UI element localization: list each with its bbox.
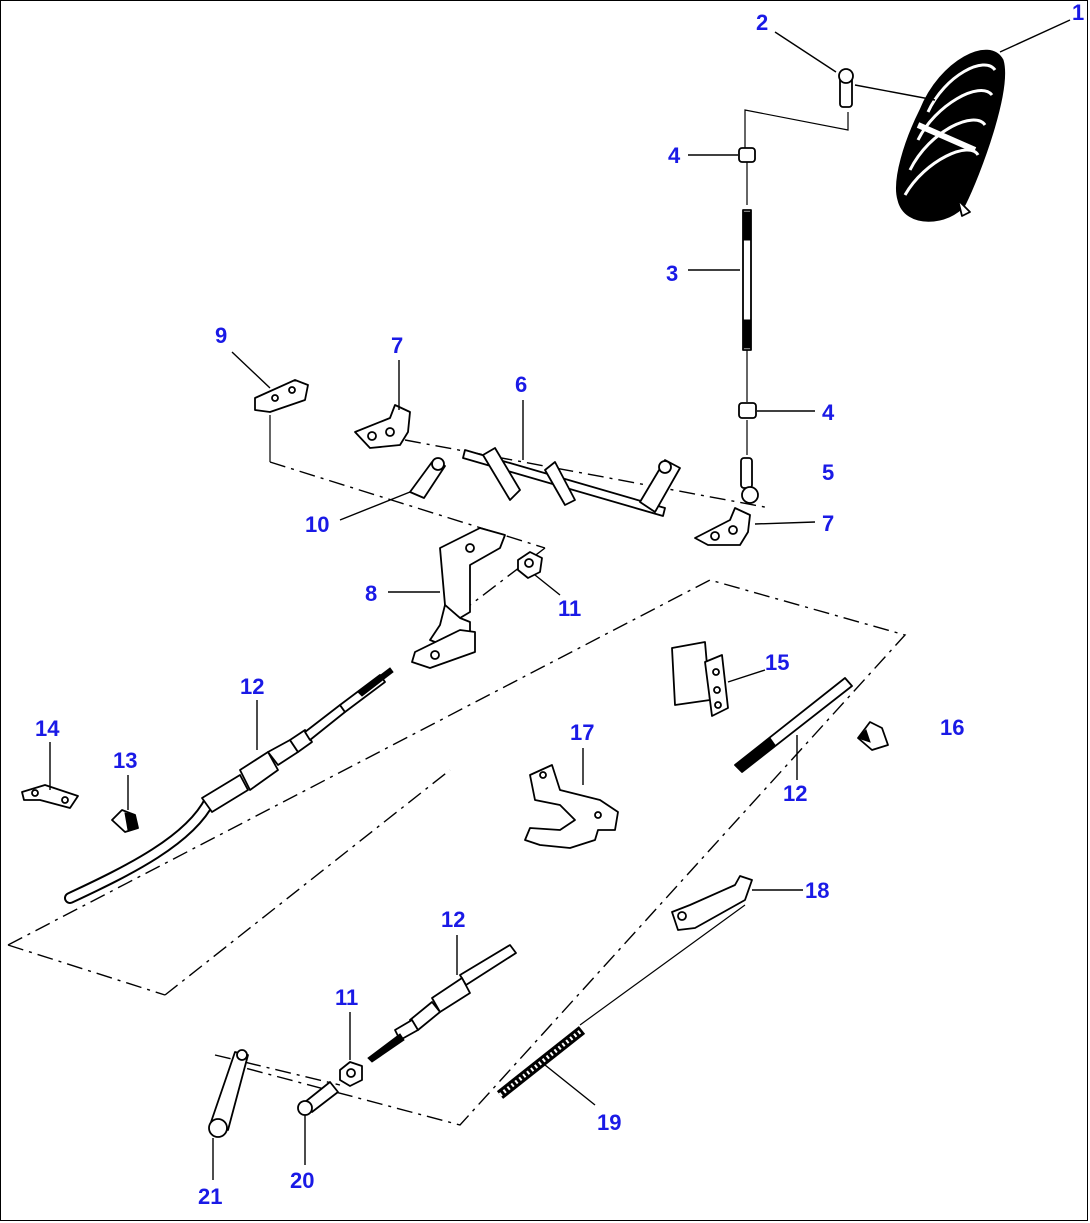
- callout-4-lower: 4: [822, 400, 835, 425]
- clamp-block: [111, 809, 139, 833]
- lever-part: [409, 457, 446, 499]
- bracket-17: [524, 764, 619, 849]
- nut-11-lower: [339, 1061, 363, 1087]
- mounting-bracket: [411, 527, 506, 669]
- callout-12-left: 12: [240, 674, 264, 699]
- callout-16: 16: [940, 715, 964, 740]
- callout-17: 17: [570, 720, 594, 745]
- adjusting-rod: [742, 209, 752, 351]
- control-cable-right: [734, 677, 853, 773]
- callout-5: 5: [822, 460, 834, 485]
- ball-joint: [740, 457, 759, 504]
- callout-6: 6: [515, 372, 527, 397]
- callout-12-right: 12: [783, 781, 807, 806]
- nut-upper: [738, 147, 756, 163]
- cross-shaft: [462, 447, 681, 517]
- bracket-plate-15: [671, 641, 729, 717]
- leader-lines: [49, 19, 1071, 1180]
- callout-3: 3: [666, 261, 678, 286]
- nut-lower: [738, 402, 757, 419]
- callout-labels: 1 2 3 4 4 5 6 7 7 8 9 10 11 11 12 12 12 …: [35, 0, 1084, 1209]
- nut-11-upper: [517, 551, 543, 579]
- callout-19: 19: [597, 1110, 621, 1135]
- return-spring: [496, 1026, 586, 1099]
- axis-line-shaft: [404, 439, 771, 509]
- callout-4-upper: 4: [668, 143, 681, 168]
- pin-link-line: [744, 109, 849, 150]
- clip-plate: [21, 784, 79, 809]
- lever-21: [208, 1049, 249, 1138]
- callout-20: 20: [290, 1168, 314, 1193]
- control-cable-left: [64, 667, 394, 904]
- assembly-outline-mid: [164, 769, 451, 996]
- callout-9: 9: [215, 323, 227, 348]
- callout-12-lower: 12: [441, 907, 465, 932]
- control-cable-lower: [367, 944, 517, 1063]
- callout-14: 14: [35, 716, 60, 741]
- callout-2: 2: [756, 10, 768, 35]
- assembly-outline: [7, 579, 907, 1126]
- spring-axis: [579, 904, 746, 1026]
- callout-11-upper: 11: [558, 596, 581, 621]
- callout-10: 10: [305, 512, 329, 537]
- callout-18: 18: [805, 878, 829, 903]
- callout-15: 15: [765, 650, 789, 675]
- bracket-18: [671, 875, 753, 931]
- axis-line-lever: [214, 1054, 341, 1086]
- bearing-bracket-left: [354, 404, 411, 449]
- callout-13: 13: [113, 748, 137, 773]
- clip-16: [857, 721, 889, 751]
- callout-7-upper: 7: [391, 333, 403, 358]
- callout-8: 8: [365, 581, 377, 606]
- callout-1: 1: [1072, 0, 1084, 25]
- plate-part: [254, 379, 309, 413]
- assembly-outline-left: [7, 944, 166, 996]
- bearing-bracket-right: [694, 507, 751, 546]
- clevis-pin: [297, 1081, 339, 1116]
- pin-part: [838, 68, 854, 108]
- callout-21: 21: [198, 1184, 222, 1209]
- callout-11-lower: 11: [335, 985, 358, 1010]
- callout-7-lower: 7: [822, 511, 834, 536]
- accelerator-pedal: [896, 49, 1005, 222]
